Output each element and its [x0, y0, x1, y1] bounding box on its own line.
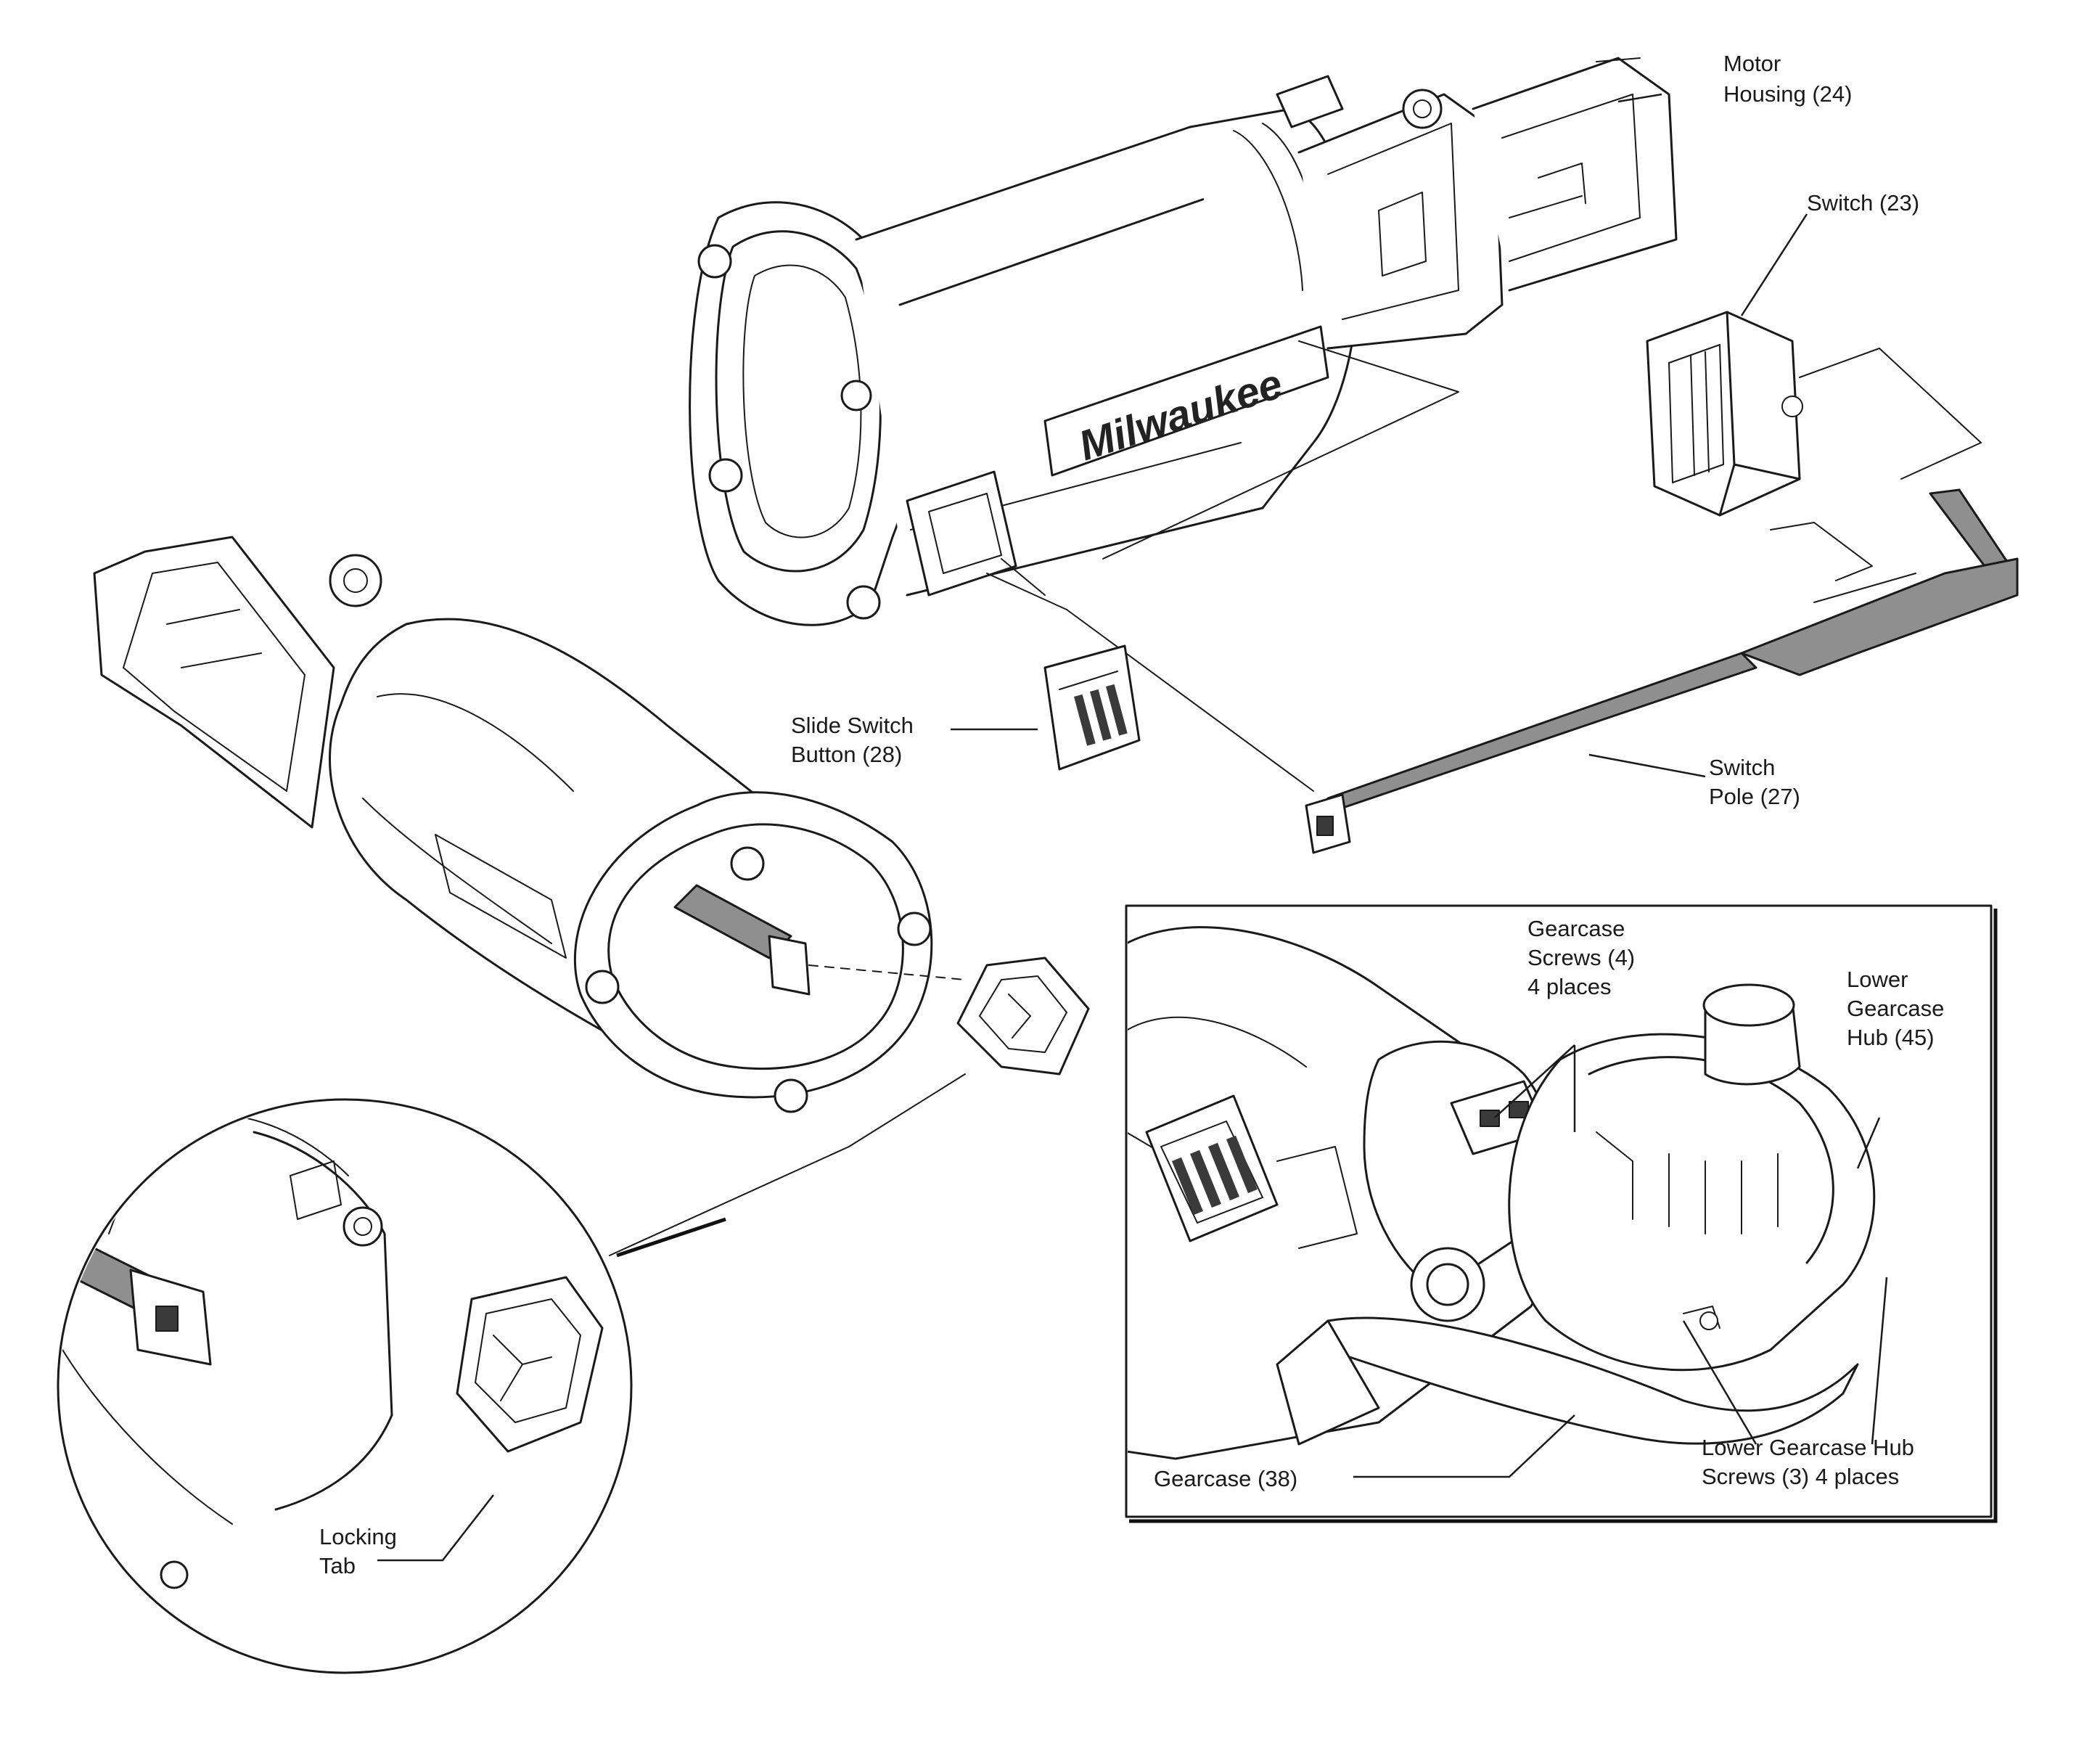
- svg-text:4 places: 4 places: [1527, 974, 1611, 999]
- label-lower-gearcase-hub: Lower Gearcase Hub (45): [1847, 967, 1944, 1050]
- locking-tab-part: [956, 956, 1090, 1076]
- motor-housing-assembly: Milwaukee: [689, 57, 1678, 626]
- svg-text:Motor: Motor: [1723, 51, 1781, 76]
- svg-text:Locking: Locking: [319, 1524, 397, 1549]
- label-gearcase: Gearcase (38): [1154, 1466, 1297, 1491]
- svg-text:Gearcase: Gearcase: [1847, 996, 1944, 1021]
- label-locking-tab: Locking Tab: [319, 1524, 397, 1578]
- gearcase-inset-panel: [1125, 904, 1998, 1523]
- left-motor-assembly: [93, 536, 966, 1113]
- svg-text:Tab: Tab: [319, 1553, 356, 1578]
- switch-pole-component: [1305, 488, 2019, 854]
- svg-text:Lower: Lower: [1847, 967, 1908, 992]
- svg-text:Screws (4): Screws (4): [1527, 945, 1635, 970]
- svg-text:Lower Gearcase Hub: Lower Gearcase Hub: [1702, 1435, 1914, 1460]
- label-gearcase-screws: Gearcase Screws (4) 4 places: [1527, 916, 1635, 999]
- svg-text:Screws (3) 4 places: Screws (3) 4 places: [1702, 1464, 1899, 1489]
- svg-text:Gearcase (38): Gearcase (38): [1154, 1466, 1297, 1491]
- svg-text:Slide Switch: Slide Switch: [791, 713, 914, 738]
- svg-text:Pole (27): Pole (27): [1709, 784, 1800, 809]
- label-motor-housing: Motor Housing (24): [1723, 51, 1852, 107]
- switch-component: [1646, 311, 1982, 581]
- label-switch: Switch (23): [1807, 190, 1919, 216]
- svg-text:Switch (23): Switch (23): [1807, 190, 1919, 216]
- svg-text:Switch: Switch: [1709, 755, 1775, 780]
- svg-text:Housing (24): Housing (24): [1723, 81, 1852, 107]
- svg-text:Gearcase: Gearcase: [1527, 916, 1625, 941]
- locking-tab-detail-circle: [57, 1098, 633, 1674]
- label-lower-gearcase-hub-screws: Lower Gearcase Hub Screws (3) 4 places: [1702, 1435, 1914, 1489]
- svg-text:Hub (45): Hub (45): [1847, 1025, 1935, 1050]
- slide-switch-button-component: [1043, 644, 1141, 771]
- label-switch-pole: Switch Pole (27): [1709, 755, 1800, 809]
- label-slide-switch-button: Slide Switch Button (28): [791, 713, 914, 767]
- svg-text:Button (28): Button (28): [791, 742, 902, 767]
